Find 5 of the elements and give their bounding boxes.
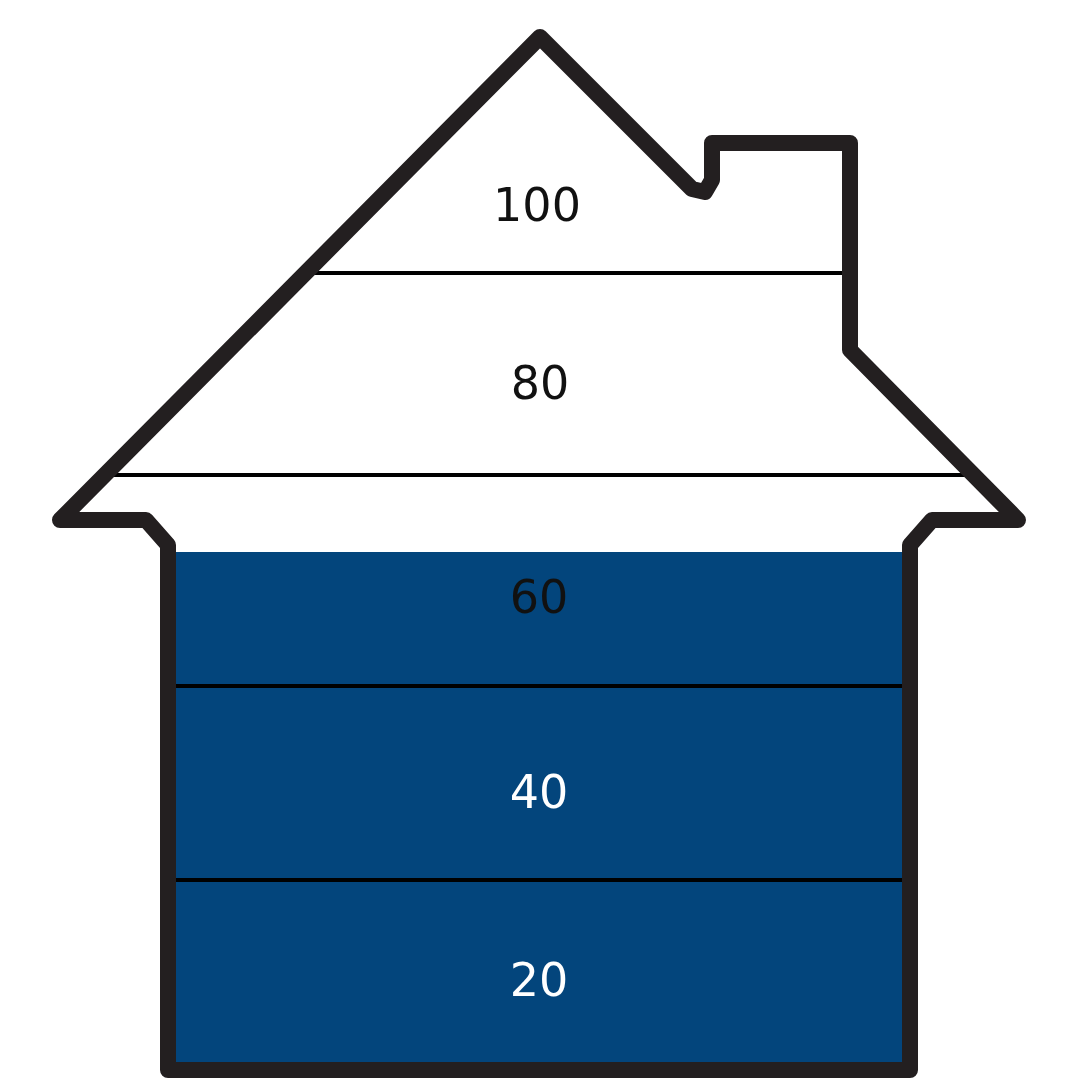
scale-value: 40 [508,765,570,819]
scale-value: 80 [509,356,571,410]
scale-value: 20 [508,953,570,1007]
scale-value: 60 [508,570,570,624]
scale-value: 100 [492,178,582,232]
